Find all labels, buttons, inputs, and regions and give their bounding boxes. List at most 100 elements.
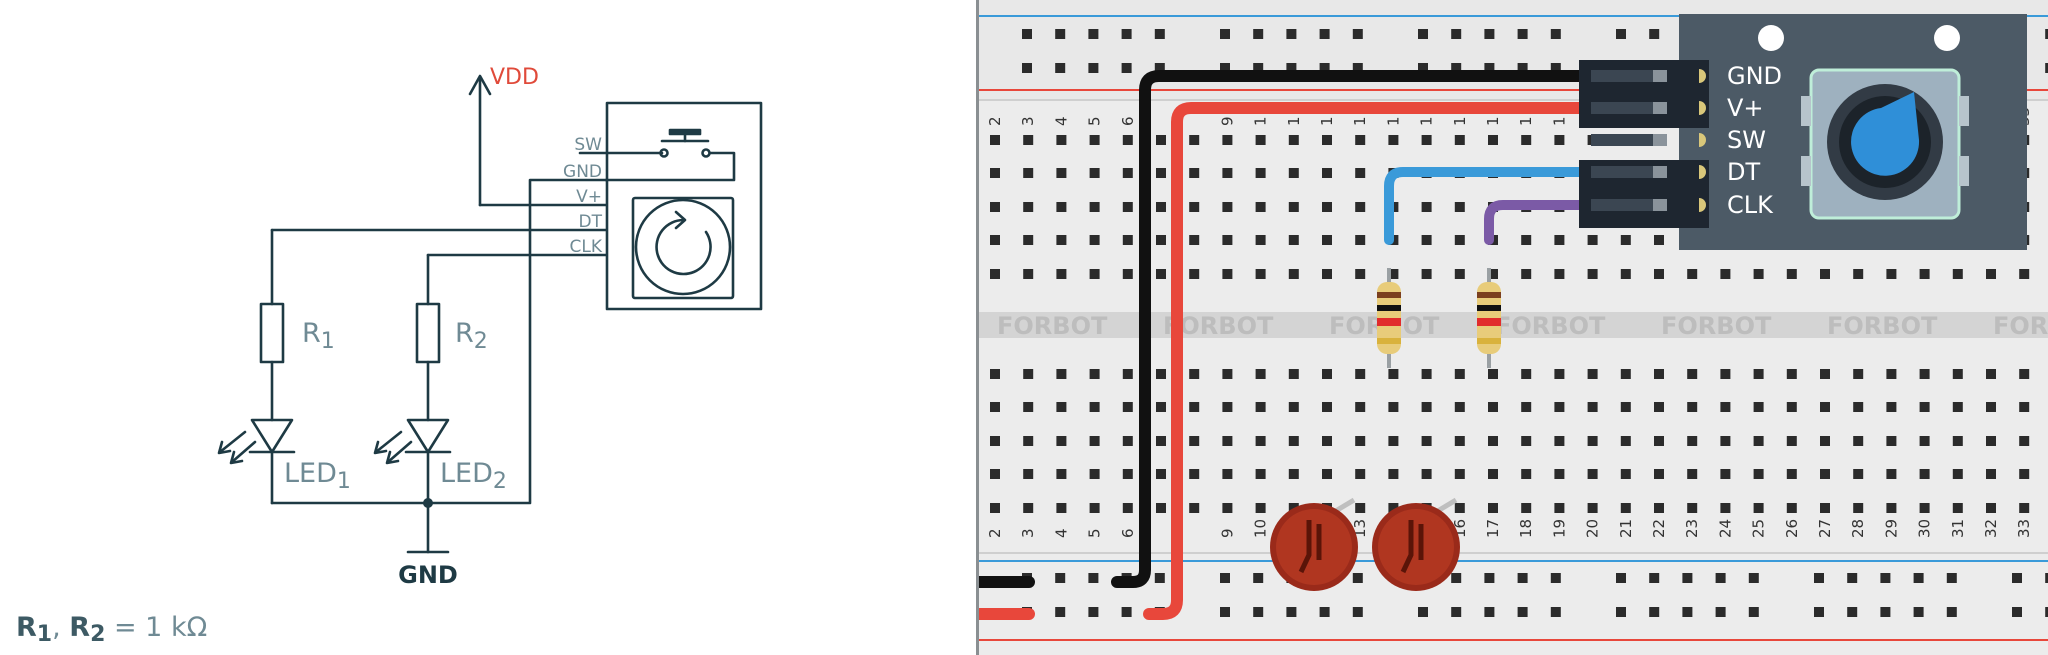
breadboard-hole — [1122, 269, 1133, 279]
breadboard-hole — [1886, 269, 1897, 279]
breadboard-hole — [1786, 436, 1797, 446]
breadboard-hole — [1521, 469, 1532, 479]
breadboard-hole — [1521, 235, 1532, 245]
breadboard-hole — [1853, 436, 1864, 446]
breadboard-hole — [1089, 402, 1100, 412]
breadboard-hole — [1654, 436, 1664, 446]
rail-hole — [1517, 607, 1528, 617]
breadboard-hole — [990, 235, 1000, 245]
module-pin-label: V+ — [1727, 94, 1764, 122]
breadboard-hole — [1687, 402, 1698, 412]
rail-hole — [1352, 573, 1363, 583]
breadboard-hole — [1322, 369, 1332, 379]
rail-hole — [1253, 29, 1264, 39]
breadboard-hole — [1388, 269, 1399, 279]
resistor-value-note: R1, R2 = 1 kΩ — [16, 612, 207, 647]
breadboard-hole — [1786, 402, 1797, 412]
rail-hole — [1088, 29, 1099, 39]
breadboard-hole — [1853, 469, 1864, 479]
breadboard-hole — [1521, 269, 1532, 279]
column-number-bottom: 30 — [1916, 519, 1934, 538]
rail-hole — [1286, 63, 1297, 73]
breadboard-hole — [1786, 503, 1797, 513]
header-pin-tip — [1653, 102, 1667, 114]
rail-hole — [1253, 63, 1264, 73]
rail-hole — [1880, 573, 1891, 583]
breadboard-hole — [1255, 469, 1266, 479]
rail-hole — [1352, 607, 1363, 617]
column-number-top: 1 — [1517, 116, 1535, 126]
rail-hole — [1649, 29, 1660, 39]
breadboard-hole — [2019, 269, 2030, 279]
rail-hole — [1286, 29, 1297, 39]
column-number-top: 1 — [1318, 116, 1336, 126]
breadboard-hole — [1488, 436, 1498, 446]
column-number-top: 1 — [1418, 116, 1436, 126]
breadboard-hole — [1156, 235, 1166, 245]
breadboard-hole — [1089, 135, 1100, 145]
breadboard-hole — [1222, 168, 1233, 178]
ground-node — [423, 498, 433, 508]
breadboard-hole — [1952, 469, 1963, 479]
breadboard-hole — [1288, 369, 1299, 379]
rail-hole — [1451, 573, 1462, 583]
rail-hole — [1055, 29, 1066, 39]
breadboard-hole — [1620, 436, 1631, 446]
breadboard-hole — [1322, 469, 1332, 479]
breadboard-hole — [1388, 402, 1399, 412]
rail-hole — [2012, 573, 2022, 583]
led2-symbol — [406, 418, 450, 454]
rail-hole — [1418, 29, 1428, 39]
breadboard-hole — [1488, 503, 1498, 513]
breadboard-hole — [1421, 469, 1432, 479]
breadboard-hole — [990, 469, 1000, 479]
rail-hole — [2045, 573, 2048, 583]
breadboard-hole — [1687, 469, 1698, 479]
rail-hole — [1682, 607, 1693, 617]
breadboard-hole — [1322, 269, 1332, 279]
rail-hole — [1715, 573, 1726, 583]
column-number-top: 1 — [1484, 116, 1502, 126]
rail-hole — [1484, 607, 1495, 617]
rail-hole — [1616, 607, 1626, 617]
column-number-top: 4 — [1052, 116, 1070, 126]
breadboard-hole — [1023, 235, 1034, 245]
resistor-2 — [1477, 268, 1501, 368]
module-pin-label: GND — [1727, 62, 1782, 90]
breadboard-hole — [1023, 503, 1034, 513]
breadboard-hole — [1587, 235, 1598, 245]
rail-hole — [1946, 607, 1957, 617]
breadboard-hole — [1919, 503, 1930, 513]
breadboard-hole — [1288, 168, 1299, 178]
breadboard-hole — [1488, 135, 1498, 145]
rail-hole — [2045, 63, 2048, 73]
breadboard-hole — [1753, 269, 1764, 279]
rail-hole — [1220, 573, 1230, 583]
rail-hole — [1814, 607, 1824, 617]
breadboard-hole — [1421, 269, 1432, 279]
breadboard-hole — [1587, 469, 1598, 479]
breadboard-hole — [1023, 168, 1034, 178]
wire-vplus — [1143, 102, 1585, 620]
breadboard-hole — [1023, 436, 1034, 446]
rail-hole — [1451, 29, 1462, 39]
module-pin-label: DT — [1727, 158, 1760, 186]
breadboard-hole — [1488, 269, 1498, 279]
rail-hole — [1946, 573, 1957, 583]
rail-hole — [1847, 607, 1858, 617]
breadboard-hole — [1122, 168, 1133, 178]
breadboard-hole — [1554, 135, 1565, 145]
breadboard-hole — [1089, 436, 1100, 446]
breadboard-hole — [1421, 436, 1432, 446]
header-pin — [1591, 199, 1653, 211]
breadboard-hole — [1454, 469, 1465, 479]
breadboard-hole — [1554, 235, 1565, 245]
column-number-bottom: 20 — [1584, 519, 1602, 538]
center-channel — [979, 312, 2048, 338]
breadboard-hole — [1720, 436, 1731, 446]
rail-hole — [1550, 573, 1561, 583]
breadboard-hole — [1753, 503, 1764, 513]
rail-hole — [1154, 63, 1165, 73]
breadboard-hole — [1952, 369, 1963, 379]
panel-divider — [976, 0, 979, 655]
